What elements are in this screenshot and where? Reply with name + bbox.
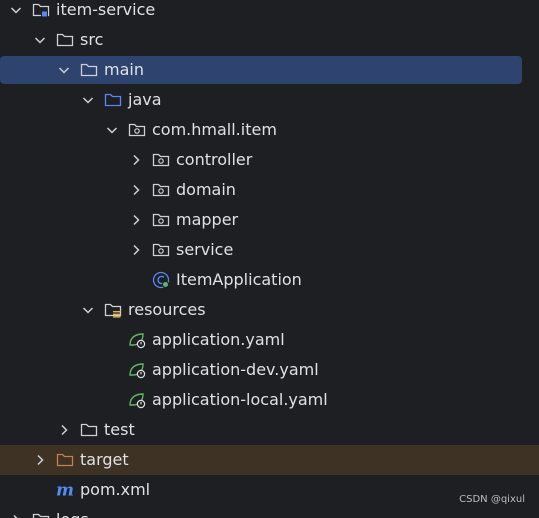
resources-root-folder-icon <box>104 303 122 318</box>
tree-row-controller[interactable]: controller <box>0 145 539 175</box>
svg-text:m: m <box>56 481 74 499</box>
tree-item-label: com.hmall.item <box>152 120 277 139</box>
folder-icon <box>80 423 98 437</box>
excluded-row-highlight <box>0 445 539 475</box>
tree-item-label: item-service <box>56 0 156 19</box>
package-icon <box>152 213 170 227</box>
chevron-down-icon[interactable] <box>80 92 96 108</box>
tree-item-label: logs <box>56 510 89 518</box>
chevron-down-icon[interactable] <box>32 32 48 48</box>
chevron-right-icon[interactable] <box>128 212 144 228</box>
package-icon <box>152 153 170 167</box>
tree-row-application-dev-yaml[interactable]: application-dev.yaml <box>0 355 539 385</box>
selection-highlight <box>0 56 522 84</box>
module-folder-icon <box>32 3 50 18</box>
chevron-right-icon[interactable] <box>128 182 144 198</box>
tree-row-resources[interactable]: resources <box>0 295 539 325</box>
tree-item-label: application-local.yaml <box>152 390 328 409</box>
maven-icon: m <box>56 481 74 499</box>
tree-item-label: java <box>128 90 162 109</box>
spring-yaml-config-icon <box>129 393 146 409</box>
source-root-folder-icon <box>104 93 122 107</box>
chevron-right-icon[interactable] <box>32 452 48 468</box>
tree-item-label: test <box>104 420 135 439</box>
tree-row-mapper[interactable]: mapper <box>0 205 539 235</box>
chevron-right-icon[interactable] <box>8 512 24 518</box>
chevron-down-icon[interactable] <box>80 302 96 318</box>
package-icon <box>128 123 146 137</box>
chevron-right-icon[interactable] <box>128 152 144 168</box>
tree-item-label: pom.xml <box>80 480 151 499</box>
chevron-right-icon[interactable] <box>56 422 72 438</box>
tree-row-target[interactable]: target <box>0 445 539 475</box>
tree-item-label: application-dev.yaml <box>152 360 319 379</box>
chevron-down-icon[interactable] <box>56 62 72 78</box>
chevron-down-icon[interactable] <box>104 122 120 138</box>
tree-row-java[interactable]: java <box>0 85 539 115</box>
folder-icon <box>80 63 98 77</box>
spring-boot-class-icon <box>152 271 170 289</box>
tree-row-application-local-yaml[interactable]: application-local.yaml <box>0 385 539 415</box>
tree-item-label: src <box>80 30 104 49</box>
tree-item-label: ItemApplication <box>176 270 302 289</box>
chevron-down-icon[interactable] <box>8 2 24 18</box>
tree-item-label: service <box>176 240 234 259</box>
tree-row-src[interactable]: src <box>0 25 539 55</box>
tree-row-item-application[interactable]: ItemApplication <box>0 265 539 295</box>
spring-yaml-config-icon <box>129 363 146 379</box>
folder-icon <box>56 33 74 47</box>
tree-row-service[interactable]: service <box>0 235 539 265</box>
watermark: CSDN @qixul <box>459 494 525 505</box>
tree-item-label: mapper <box>176 210 239 229</box>
spring-yaml-config-icon <box>129 333 146 349</box>
excluded-folder-icon <box>56 453 74 467</box>
tree-row-pom[interactable]: m pom.xml <box>0 475 539 505</box>
tree-row-item-service[interactable]: item-service <box>0 0 539 25</box>
tree-row-test[interactable]: test <box>0 415 539 445</box>
tree-item-label: target <box>80 450 129 469</box>
chevron-right-icon[interactable] <box>128 242 144 258</box>
tree-row-application-yaml[interactable]: application.yaml <box>0 325 539 355</box>
tree-item-label: domain <box>176 180 236 199</box>
tree-row-domain[interactable]: domain <box>0 175 539 205</box>
tree-row-logs[interactable]: logs <box>0 505 539 518</box>
tree-item-label: controller <box>176 150 253 169</box>
package-icon <box>152 243 170 257</box>
tree-row-main[interactable]: main <box>0 55 539 85</box>
package-icon <box>152 183 170 197</box>
tree-item-label: main <box>104 60 144 79</box>
tree-item-label: application.yaml <box>152 330 285 349</box>
folder-icon <box>32 513 50 518</box>
tree-row-package[interactable]: com.hmall.item <box>0 115 539 145</box>
tree-item-label: resources <box>128 300 206 319</box>
